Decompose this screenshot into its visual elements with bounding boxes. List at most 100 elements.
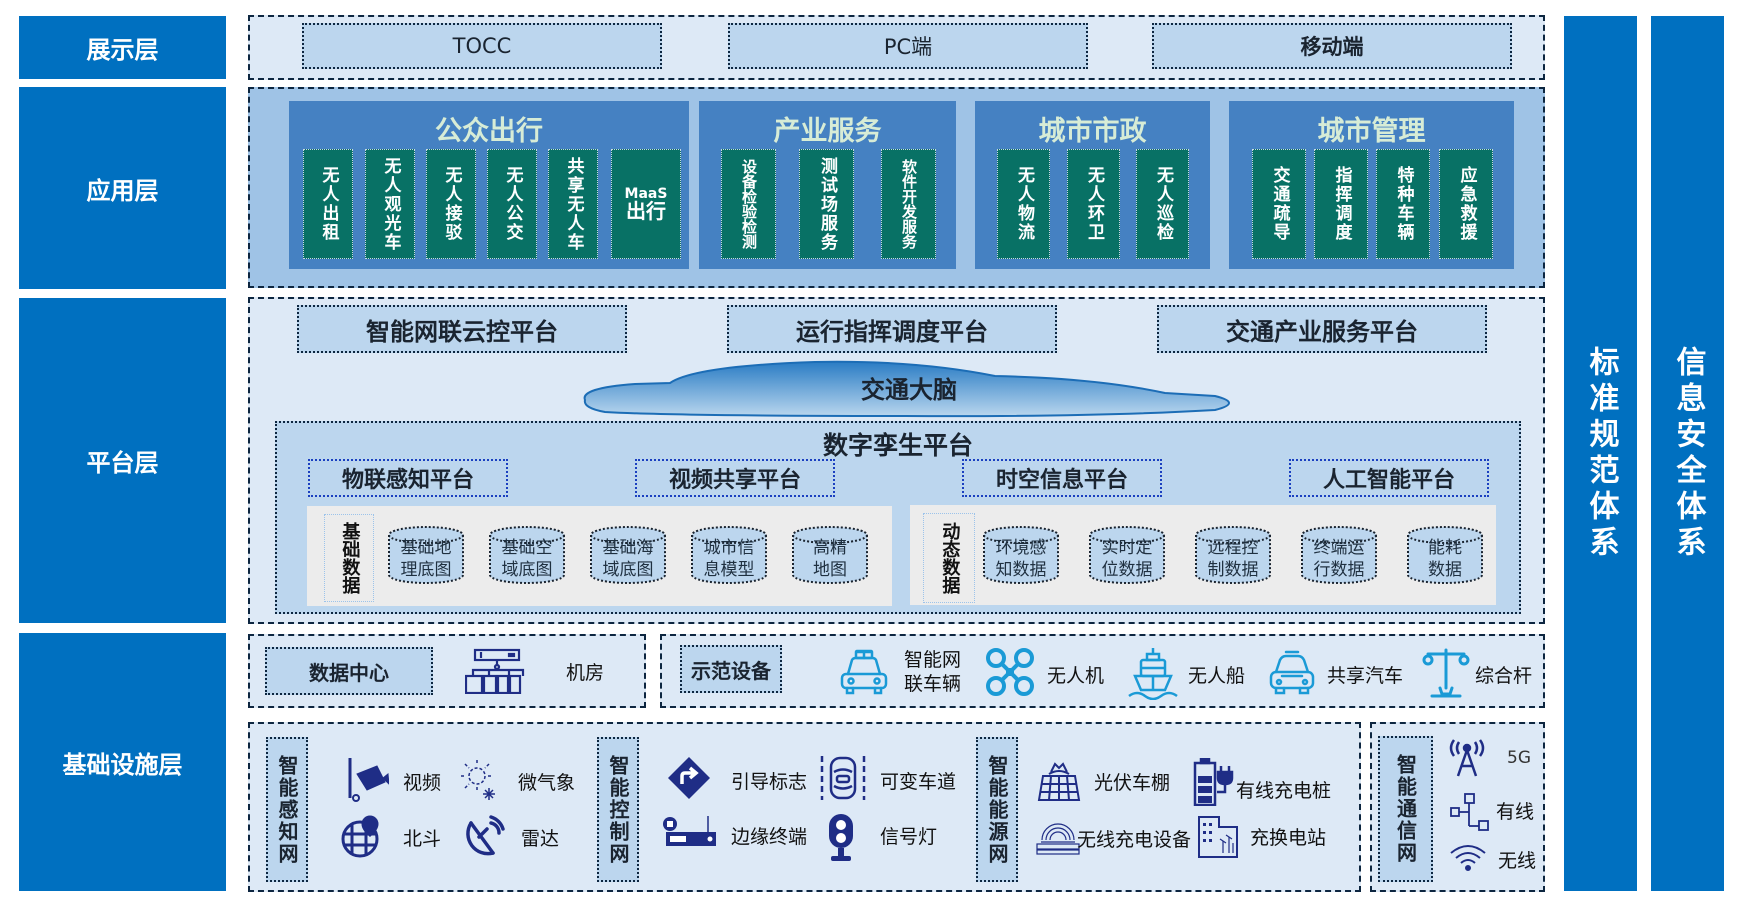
base-data-store-label: 城市信息模型 [703, 538, 755, 580]
presentation-item-mobile[interactable]: 移动端 [1152, 23, 1512, 69]
dynamic-data-store-label: 实时定位数据 [1101, 538, 1153, 580]
edge-terminal-icon [662, 814, 718, 854]
digital-twin-title: 数字孪生平台 [822, 431, 973, 460]
database-cylinder-icon [489, 526, 565, 584]
video-label: 视频 [403, 772, 442, 794]
layer-label-presentation: 展示层 [19, 16, 226, 79]
dynamic-data-store-label: 远程控制数据 [1207, 538, 1259, 580]
platform-industry-service[interactable]: 交通产业服务平台 [1157, 305, 1487, 353]
platform-iot-sensing[interactable]: 物联感知平台 [308, 459, 508, 497]
battery-swap-station-icon [1197, 815, 1239, 863]
app-group-municipal: 城市市政 无人物流 无人环卫 无人巡检 [975, 101, 1210, 269]
base-data-store[interactable]: 基础空域底图 [487, 525, 567, 585]
traffic-light-label: 信号灯 [880, 826, 938, 848]
base-data-store[interactable]: 基础地理底图 [386, 525, 466, 585]
weather-icon [459, 758, 499, 804]
app-item-special-vehicles[interactable]: 特种车辆 [1376, 149, 1430, 259]
radar-icon [461, 815, 505, 863]
traffic-brain-cloud[interactable]: 交通大脑 [575, 358, 1243, 418]
app-item-unmanned-logistics[interactable]: 无人物流 [997, 149, 1050, 259]
server-room-icon [464, 648, 529, 698]
guide-sign-label: 引导标志 [731, 771, 808, 793]
dynamic-data-store[interactable]: 环境感知数据 [981, 525, 1061, 585]
pv-carport-label: 光伏车棚 [1094, 772, 1171, 794]
server-room-label: 机房 [566, 662, 605, 684]
5g-tower-icon [1448, 738, 1486, 782]
app-group-title: 城市市政 [1038, 116, 1147, 147]
smart-pole-icon [1422, 646, 1470, 704]
base-data-store[interactable]: 城市信息模型 [689, 525, 769, 585]
app-group-industry-services: 产业服务 设备检验检测 测试场服务 软件开发服务 [699, 101, 956, 269]
info-security-system-bar: 信息安全体系 [1651, 16, 1724, 891]
dynamic-data-store[interactable]: 远程控制数据 [1193, 525, 1273, 585]
demo-devices-frame [660, 634, 1545, 708]
database-cylinder-icon [388, 526, 464, 584]
platform-operation-dispatch[interactable]: 运行指挥调度平台 [727, 305, 1057, 353]
app-group-title: 产业服务 [773, 116, 882, 147]
app-item-unmanned-sightseeing[interactable]: 无人观光车 [365, 149, 415, 259]
edge-terminal-label: 边缘终端 [731, 826, 808, 848]
wireless-label: 无线 [1498, 850, 1537, 872]
standards-system-bar: 标准规范体系 [1564, 16, 1637, 891]
sensing-net-label: 智能感知网 [266, 737, 308, 882]
layer-label-infrastructure: 基础设施层 [19, 633, 226, 891]
platform-cloud-control[interactable]: 智能网联云控平台 [297, 305, 627, 353]
app-item-traffic-guidance[interactable]: 交通疏导 [1252, 149, 1306, 259]
layer-label-platform: 平台层 [19, 298, 226, 623]
networks-frame [248, 722, 1361, 892]
drone-icon [984, 646, 1036, 702]
app-item-unmanned-bus[interactable]: 无人公交 [487, 149, 537, 259]
base-data-label: 基础数据 [324, 514, 374, 602]
battery-swap-label: 充换电站 [1250, 827, 1327, 849]
video-camera-icon [347, 756, 390, 808]
app-item-shared-unmanned-car[interactable]: 共享无人车 [548, 149, 598, 259]
smart-pole-label: 综合杆 [1475, 665, 1533, 687]
dynamic-data-store[interactable]: 能耗数据 [1405, 525, 1485, 585]
database-cylinder-icon [691, 526, 767, 584]
app-group-public-travel: 公众出行 无人出租 无人观光车 无人接驳 无人公交 共享无人车 MaaS 出行 [289, 101, 689, 269]
taxi-icon [838, 648, 890, 700]
wired-charger-label: 有线充电桩 [1236, 780, 1332, 802]
radar-label: 雷达 [521, 828, 560, 850]
app-item-maas[interactable]: MaaS 出行 [611, 149, 681, 259]
guide-sign-icon [667, 756, 711, 804]
data-center-label[interactable]: 数据中心 [265, 647, 433, 695]
unmanned-ship-label: 无人船 [1188, 665, 1246, 687]
platform-ai[interactable]: 人工智能平台 [1289, 459, 1489, 497]
app-item-unmanned-taxi[interactable]: 无人出租 [303, 149, 353, 259]
app-group-title: 城市管理 [1317, 116, 1426, 147]
base-data-store-label: 高精地图 [813, 538, 847, 580]
cloud-icon [583, 360, 1230, 418]
database-cylinder-icon [1301, 526, 1377, 584]
dynamic-data-store-label: 终端运行数据 [1313, 538, 1365, 580]
app-item-unmanned-sanitation[interactable]: 无人环卫 [1067, 149, 1120, 259]
base-data-store[interactable]: 高精地图 [790, 525, 870, 585]
wireless-charging-icon [1035, 820, 1081, 860]
dynamic-data-store[interactable]: 实时定位数据 [1087, 525, 1167, 585]
platform-video-sharing[interactable]: 视频共享平台 [635, 459, 835, 497]
wired-network-icon [1449, 792, 1489, 836]
app-item-software-dev-service[interactable]: 软件开发服务 [881, 149, 936, 259]
app-item-equipment-testing[interactable]: 设备检验检测 [721, 149, 776, 259]
app-item-test-field-service[interactable]: 测试场服务 [799, 149, 854, 259]
variable-lane-icon [819, 754, 867, 806]
app-item-emergency-rescue[interactable]: 应急救援 [1439, 149, 1493, 259]
layer-label-application: 应用层 [19, 87, 226, 289]
demo-devices-label[interactable]: 示范设备 [680, 645, 782, 693]
dynamic-data-store[interactable]: 终端运行数据 [1299, 525, 1379, 585]
base-data-store[interactable]: 基础海域底图 [588, 525, 668, 585]
connected-vehicle-label: 智能网 联车辆 [904, 649, 962, 695]
beidou-globe-icon [340, 815, 386, 863]
app-item-unmanned-patrol[interactable]: 无人巡检 [1136, 149, 1189, 259]
platform-spatiotemporal[interactable]: 时空信息平台 [962, 459, 1162, 497]
shared-car-icon [1268, 650, 1316, 700]
dynamic-data-label: 动态数据 [923, 513, 975, 603]
app-item-unmanned-shuttle[interactable]: 无人接驳 [426, 149, 476, 259]
5g-label: 5G [1507, 748, 1531, 768]
presentation-item-tocc[interactable]: TOCC [302, 23, 662, 69]
database-cylinder-icon [1407, 526, 1483, 584]
base-data-store-label: 基础空域底图 [501, 538, 553, 580]
app-item-command-dispatch[interactable]: 指挥调度 [1314, 149, 1368, 259]
presentation-item-pc[interactable]: PC端 [728, 23, 1088, 69]
comm-net-label: 智能通信网 [1378, 736, 1433, 882]
